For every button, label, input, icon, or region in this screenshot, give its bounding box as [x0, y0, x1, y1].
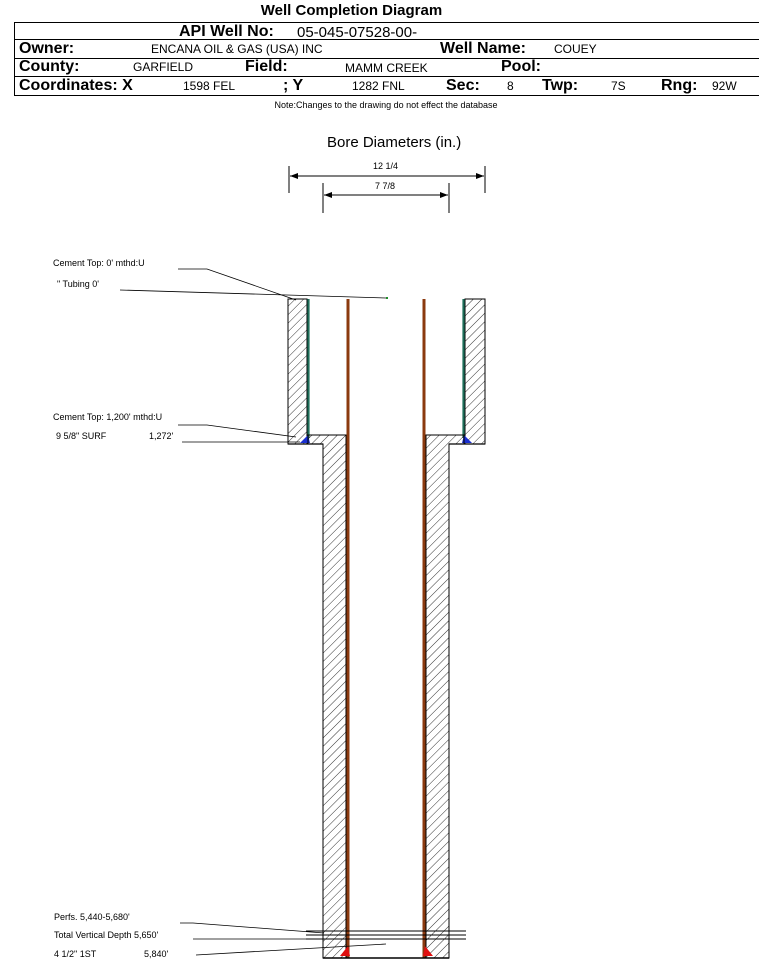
api-value: 05-045-07528-00-: [297, 24, 418, 41]
rng-label: Rng:: [661, 77, 698, 94]
production-cement: [307, 434, 465, 959]
county-value: GARFIELD: [133, 60, 194, 74]
x-value: 1598 FEL: [183, 79, 236, 93]
production-casing-shoes: [340, 946, 433, 956]
perforations: [306, 930, 466, 940]
y-label: ; Y: [283, 77, 304, 94]
sec-value: 8: [507, 79, 514, 93]
production-casing: [346, 299, 426, 958]
surface-casing-label: 9 5/8" SURF: [56, 431, 107, 441]
owner-row: Owner: ENCANA OIL & GAS (USA) INC Well N…: [14, 39, 759, 59]
bore-inner-diameter: 7 7/8: [375, 181, 396, 191]
bore-dimension-lines: [288, 166, 486, 213]
database-note: Note:Changes to the drawing do not effec…: [274, 100, 498, 110]
well-name-value: COUEY: [554, 42, 597, 56]
leader-lines: [119, 268, 387, 956]
owner-value: ENCANA OIL & GAS (USA) INC: [151, 42, 323, 56]
surface-cement: [287, 298, 486, 445]
cement-top-production-label: Cement Top: 1,200' mthd:U: [53, 412, 163, 422]
sec-label: Sec:: [446, 77, 480, 94]
bore-diameters-title: Bore Diameters (in.): [327, 134, 462, 151]
county-label: County:: [19, 58, 80, 75]
y-value: 1282 FNL: [352, 79, 405, 93]
surface-casing: [288, 299, 485, 445]
perforations-label: Perfs. 5,440-5,680': [54, 912, 130, 922]
field-label: Field:: [245, 58, 288, 75]
twp-value: 7S: [611, 79, 626, 93]
coords-row: Coordinates: X 1598 FEL ; Y 1282 FNL Sec…: [14, 77, 759, 96]
field-value: MAMM CREEK: [345, 61, 428, 75]
production-casing-depth: 5,840': [144, 949, 169, 959]
rng-value: 92W: [712, 79, 737, 93]
production-casing-label: 4 1/2" 1ST: [54, 949, 97, 959]
total-vertical-depth-label: Total Vertical Depth 5,650': [54, 930, 159, 940]
tubing-label: " Tubing 0': [57, 279, 99, 289]
page-title: Well Completion Diagram: [260, 2, 443, 19]
api-label: API Well No:: [179, 23, 274, 40]
api-row: API Well No: 05-045-07528-00-: [14, 22, 759, 41]
owner-label: Owner:: [19, 40, 75, 57]
bore-outer-diameter: 12 1/4: [373, 161, 399, 171]
well-name-label: Well Name:: [440, 40, 526, 57]
surface-casing-depth: 1,272': [149, 431, 174, 441]
pool-label: Pool:: [501, 58, 541, 75]
cement-top-surface-label: Cement Top: 0' mthd:U: [53, 258, 145, 268]
county-row: County: GARFIELD Field: MAMM CREEK Pool:: [14, 58, 759, 77]
twp-label: Twp:: [542, 77, 579, 94]
coords-label: Coordinates: X: [19, 77, 133, 94]
